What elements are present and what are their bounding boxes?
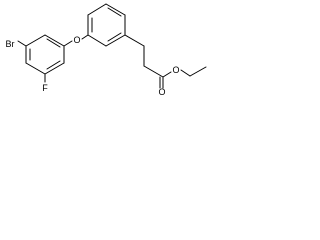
ester-oxygen-atom-label: O xyxy=(172,65,179,75)
bond-chain xyxy=(124,34,145,47)
right-aromatic-ring xyxy=(87,3,126,47)
bond-ethyl xyxy=(189,66,207,77)
carbonyl-oxygen-atom-label: O xyxy=(158,87,165,95)
double-bond-inner xyxy=(46,38,61,48)
bond-to-ester-oxygen xyxy=(162,71,172,78)
bromine-atom-label: Br xyxy=(6,39,15,49)
bond xyxy=(87,34,107,47)
bond-ethyl xyxy=(180,69,191,77)
bond-chain xyxy=(143,65,164,78)
bond xyxy=(44,62,65,75)
bond xyxy=(44,34,65,47)
double-bond-inner xyxy=(46,60,61,70)
double-bond-inner xyxy=(107,32,122,42)
bond-ether-oxygen-to-ring xyxy=(81,34,89,40)
double-bond-inner xyxy=(107,7,122,17)
bond xyxy=(105,34,126,47)
bond-ring-to-bromine xyxy=(17,40,27,47)
ether-oxygen-atom-label: O xyxy=(73,35,80,45)
bond xyxy=(25,62,46,75)
left-aromatic-ring xyxy=(25,34,65,75)
bond-ring-to-ether-oxygen xyxy=(63,40,73,47)
bond xyxy=(25,34,46,47)
bond xyxy=(105,3,126,16)
bond xyxy=(87,3,107,16)
fluorine-atom-label: F xyxy=(42,83,48,93)
chemical-structure-diagram: Br F O O O xyxy=(6,3,207,95)
